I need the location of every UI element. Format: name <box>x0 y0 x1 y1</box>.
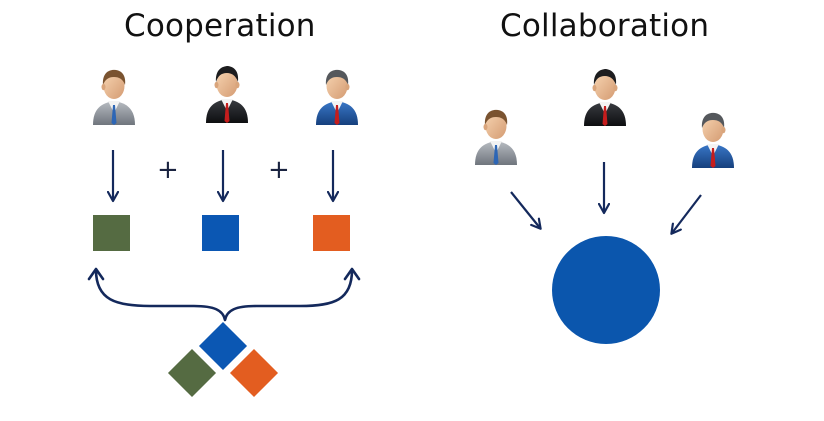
green-square <box>93 215 130 251</box>
shared-goal-circle <box>552 236 660 344</box>
blue-diamond <box>198 321 248 371</box>
orange-square <box>313 215 350 251</box>
plus-sign: + <box>157 155 179 185</box>
up-arrow <box>87 267 105 281</box>
businessman-icon <box>584 69 626 126</box>
diagonal-arrow <box>672 194 702 233</box>
blue-square <box>202 215 239 251</box>
diagonal-arrow <box>510 191 540 228</box>
up-arrow <box>343 267 361 281</box>
businessman-icon <box>93 69 135 125</box>
businessman-icon <box>692 112 734 168</box>
cooperation-title: Cooperation <box>124 8 316 44</box>
businessman-icon <box>206 66 248 123</box>
businessman-icon <box>475 109 517 165</box>
orange-diamond <box>229 348 279 398</box>
collaboration-title: Collaboration <box>500 8 710 44</box>
businessman-icon <box>316 69 358 125</box>
green-diamond <box>167 348 217 398</box>
merge-bracket <box>94 269 354 322</box>
plus-sign: + <box>268 155 290 185</box>
